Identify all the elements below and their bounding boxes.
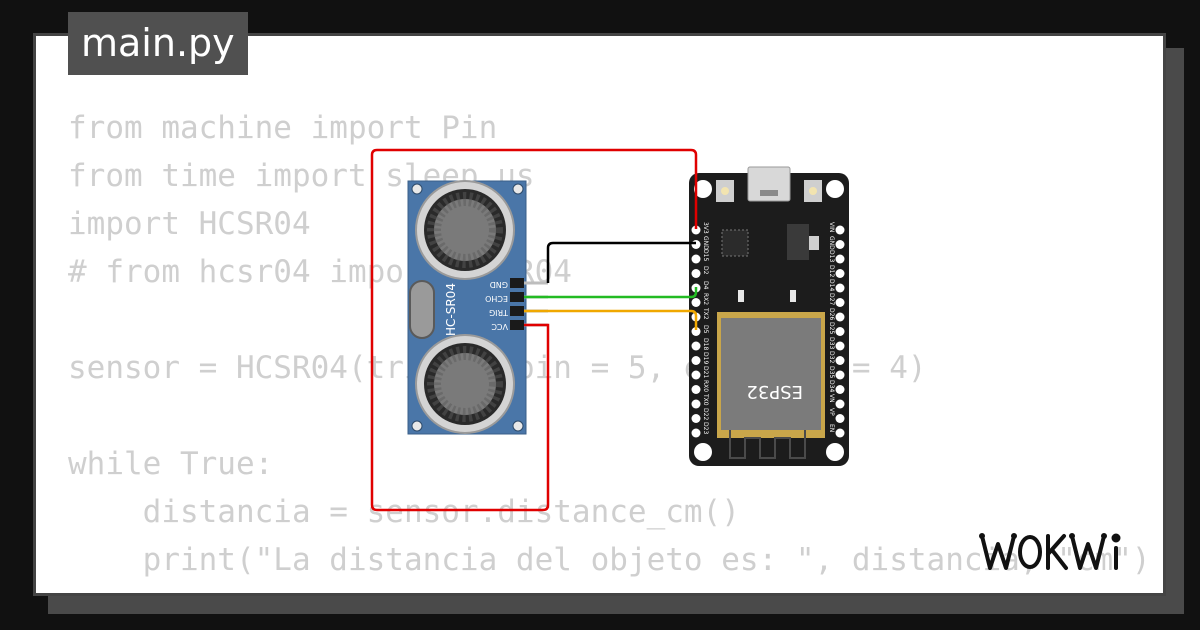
board-pin-hole[interactable] [691,327,701,336]
board-pin-hole[interactable] [691,254,701,264]
board-pin-label: D14 [828,279,835,291]
esp32-board[interactable]: ESP32 3V3 GND D15 D2 D4 RX2 TX2 D5 D18 D… [689,166,849,466]
board-pin-label: VP [828,408,835,416]
board-pin-hole[interactable] [691,370,701,380]
transducer-bottom [415,334,515,434]
board-pin-hole[interactable] [835,428,845,438]
board-pin-label: GND [702,236,709,250]
board-pin-hole[interactable] [835,312,845,322]
board-right-pin-header[interactable] [835,225,845,438]
board-pin-label: D26 [828,308,835,320]
chip-label: ESP32 [746,381,803,402]
board-pin-label: TX0 [702,393,709,406]
board-pin-label: D15 [702,249,709,261]
board-pin-label: D35 [828,366,835,378]
code-line: sleep_us(2) [68,584,1151,593]
board-pin-label: D22 [702,408,709,420]
crystal [409,280,435,339]
board-pin-label: RX2 [702,293,709,305]
board-pin-hole[interactable] [835,327,845,336]
board-pin-label: D4 [702,281,709,290]
transducer-top [415,180,515,280]
board-pin-hole[interactable] [691,269,701,278]
board-pin-hole[interactable] [835,225,845,235]
board-pin-hole[interactable] [835,283,845,293]
sensor-pin-label-trig: TRIG [489,308,509,317]
board-pin-label: D12 [828,265,835,277]
board-pin-hole[interactable] [691,385,701,394]
board-pin-hole[interactable] [835,414,845,423]
board-pin-label: D23 [702,422,709,434]
board-pin-label: EN [828,424,835,432]
sensor-pin-trig[interactable] [510,306,524,316]
antenna [729,430,806,459]
board-pin-hole[interactable] [835,385,845,394]
board-pin-label: 3V3 [702,222,709,234]
sensor-pin-label-gnd: GND [490,280,508,289]
board-pin-label: D21 [702,366,709,378]
usb-connector [747,166,791,202]
board-pin-label: D18 [702,338,709,350]
ultrasonic-sensor[interactable]: HC-SR04 GND ECHO TRIG VCC [407,180,548,435]
board-pin-hole[interactable] [691,298,701,307]
wire-echo-d4[interactable] [524,287,698,299]
board-pin-label: D34 [828,380,835,392]
logo-text: WOKWi [1128,573,1132,575]
code-line: while True: [68,446,274,482]
board-pin-hole[interactable] [835,370,845,380]
code-line: import HCSR04 [68,206,311,242]
sensor-pin-vcc[interactable] [510,320,524,330]
board-pin-label: D33 [828,337,835,349]
voltage-regulator [787,224,809,260]
board-pin-label: D27 [828,293,835,305]
wire-trig-d5[interactable] [524,309,698,330]
board-pin-hole[interactable] [835,269,845,278]
sensor-pin-echo[interactable] [510,292,524,302]
board-pin-hole[interactable] [835,356,845,365]
board-pin-label: D13 [828,250,835,262]
code-line: from machine import Pin [68,110,498,146]
board-pin-hole[interactable] [835,240,845,249]
board-pin-label: VN [828,394,835,403]
code-line: print("La distancia del objeto es: ", di… [68,542,1151,578]
sensor-pin-label-vcc: VCC [491,322,508,331]
board-pin-hole[interactable] [691,240,701,249]
board-pin-label: GND [828,236,835,250]
board-pin-label: D19 [702,352,709,364]
board-left-pin-labels: 3V3 GND D15 D2 D4 RX2 TX2 D5 D18 D19 D21… [702,222,709,434]
wokwi-logo: WOKWi [979,533,1132,575]
board-pin-label: TX2 [702,307,709,320]
board-pin-hole[interactable] [691,428,701,438]
sensor-pin-label-echo: ECHO [485,294,508,303]
usb-uart-chip [721,229,749,257]
board-pin-hole[interactable] [835,298,845,307]
board-pin-label: RX0 [702,380,709,392]
wires [370,148,698,512]
wire-gnd[interactable] [546,241,696,283]
board-pin-label: D2 [702,266,709,275]
board-pin-label: D32 [828,351,835,363]
board-pin-hole[interactable] [691,225,701,235]
board-pin-hole[interactable] [835,254,845,264]
file-tab[interactable]: main.py [68,12,248,75]
board-right-pin-labels: VIN GND D13 D12 D14 D27 D26 D25 D33 D32 … [828,222,835,432]
board-pin-hole[interactable] [835,341,845,351]
board-pin-label: D5 [702,325,709,334]
board-pin-label: VIN [828,222,835,232]
sensor-pin-gnd[interactable] [510,278,524,288]
board-left-pin-header[interactable] [691,225,701,438]
board-pin-hole[interactable] [835,399,845,409]
code-line: distancia = sensor.distance_cm() [68,494,740,530]
sensor-model-label: HC-SR04 [444,283,458,336]
board-pin-hole[interactable] [691,399,701,409]
board-pin-label: D25 [828,322,835,334]
board-pin-hole[interactable] [691,341,701,351]
board-pin-hole[interactable] [691,356,701,365]
board-pin-hole[interactable] [691,414,701,423]
wire-vcc-3v3[interactable] [370,148,698,512]
